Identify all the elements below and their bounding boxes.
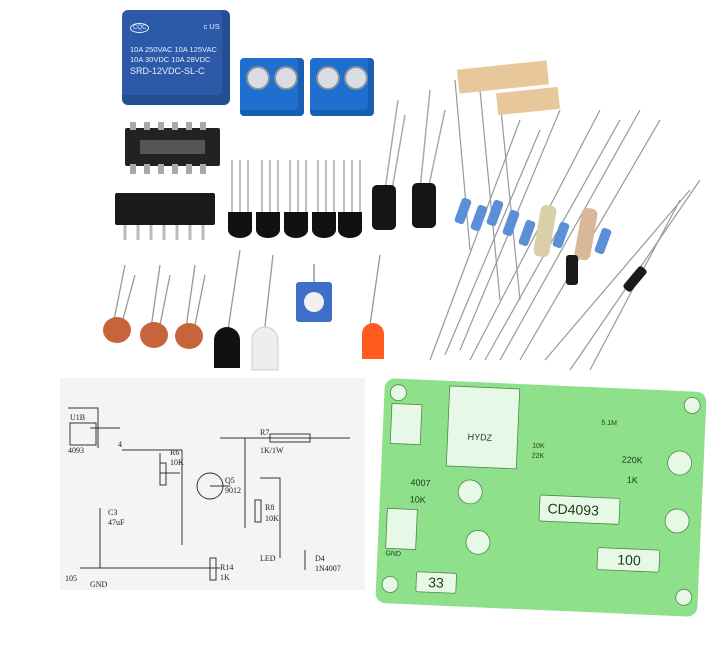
pcb-resistor-33: 33 (427, 574, 445, 591)
schematic-c3: C3 (108, 508, 118, 517)
potentiometer (296, 264, 332, 322)
schematic-gate: U1B (70, 413, 86, 422)
relay-rating-1: 10A 250VAC 10A 125VAC (130, 45, 217, 54)
schematic-c3-value: 47uF (108, 518, 125, 527)
schematic-gate-num: 4093 (68, 446, 84, 455)
leds (214, 249, 384, 371)
resistors (429, 60, 701, 371)
ic-socket (125, 122, 220, 174)
pcb-resistor-100: 100 (617, 551, 642, 569)
pcb-ic-label: CD4093 (547, 500, 600, 519)
relay-cert-mark: CQC (130, 23, 150, 33)
schematic-r7: R7 (260, 428, 270, 437)
relay-rating-2: 10A 30VDC 10A 28VDC (130, 55, 211, 64)
pcb-board: CD4093 100 33 220K 1K 4007 10K HYDZ GND … (375, 378, 707, 617)
schematic-q: Q5 (225, 476, 235, 485)
terminal-block-1 (240, 58, 304, 116)
pcb-resistor-220k: 220K (621, 454, 643, 466)
transistors (231, 160, 361, 215)
schematic-d-value: 1N4007 (315, 564, 341, 573)
schematic-r14-value: 1K (220, 573, 230, 582)
ic-chip (115, 193, 215, 240)
pcb-resistor-22k: 22K (531, 452, 545, 461)
schematic-r6-value: 10K (170, 458, 184, 467)
schematic-r8: R8 (265, 503, 275, 512)
schematic-r8-value: 10K (265, 514, 279, 523)
terminal-block-2 (310, 58, 374, 116)
schematic-pin: 4 (118, 440, 122, 449)
relay: CQC c US 10A 250VAC 10A 125VAC 10A 30VDC… (122, 10, 230, 105)
schematic-r5: 105 (65, 574, 77, 583)
pcb-resistor-10k: 10K (409, 494, 427, 505)
pcb-diode-4007: 4007 (410, 477, 431, 489)
ceramic-capacitors (103, 264, 206, 349)
pcb-resistor-5m1: 5.1M (601, 419, 618, 428)
pcb-resistor-1k: 1K (626, 474, 639, 486)
relay-ul-mark: c US (203, 22, 220, 31)
electrolytic-capacitors (372, 89, 446, 230)
schematic-r6: R6 (170, 448, 180, 457)
pcb-hydz-label: HYDZ (467, 431, 493, 443)
schematic-d: D4 (315, 554, 325, 563)
schematic-r14: R14 (220, 563, 234, 572)
schematic-q-value: 9012 (225, 486, 241, 495)
schematic-led: LED (260, 554, 276, 563)
schematic-r7-value: 1K/1W (260, 446, 284, 455)
relay-model: SRD-12VDC-SL-C (130, 66, 205, 76)
schematic-gnd: GND (90, 580, 108, 589)
pcb-gnd-label: GND (385, 550, 402, 558)
pcb-resistor-10k-b: 10K (532, 442, 545, 451)
schematic-paper: U1B 4093 4 R6 10K R7 1K/1W Q5 9012 R8 10… (60, 378, 365, 590)
